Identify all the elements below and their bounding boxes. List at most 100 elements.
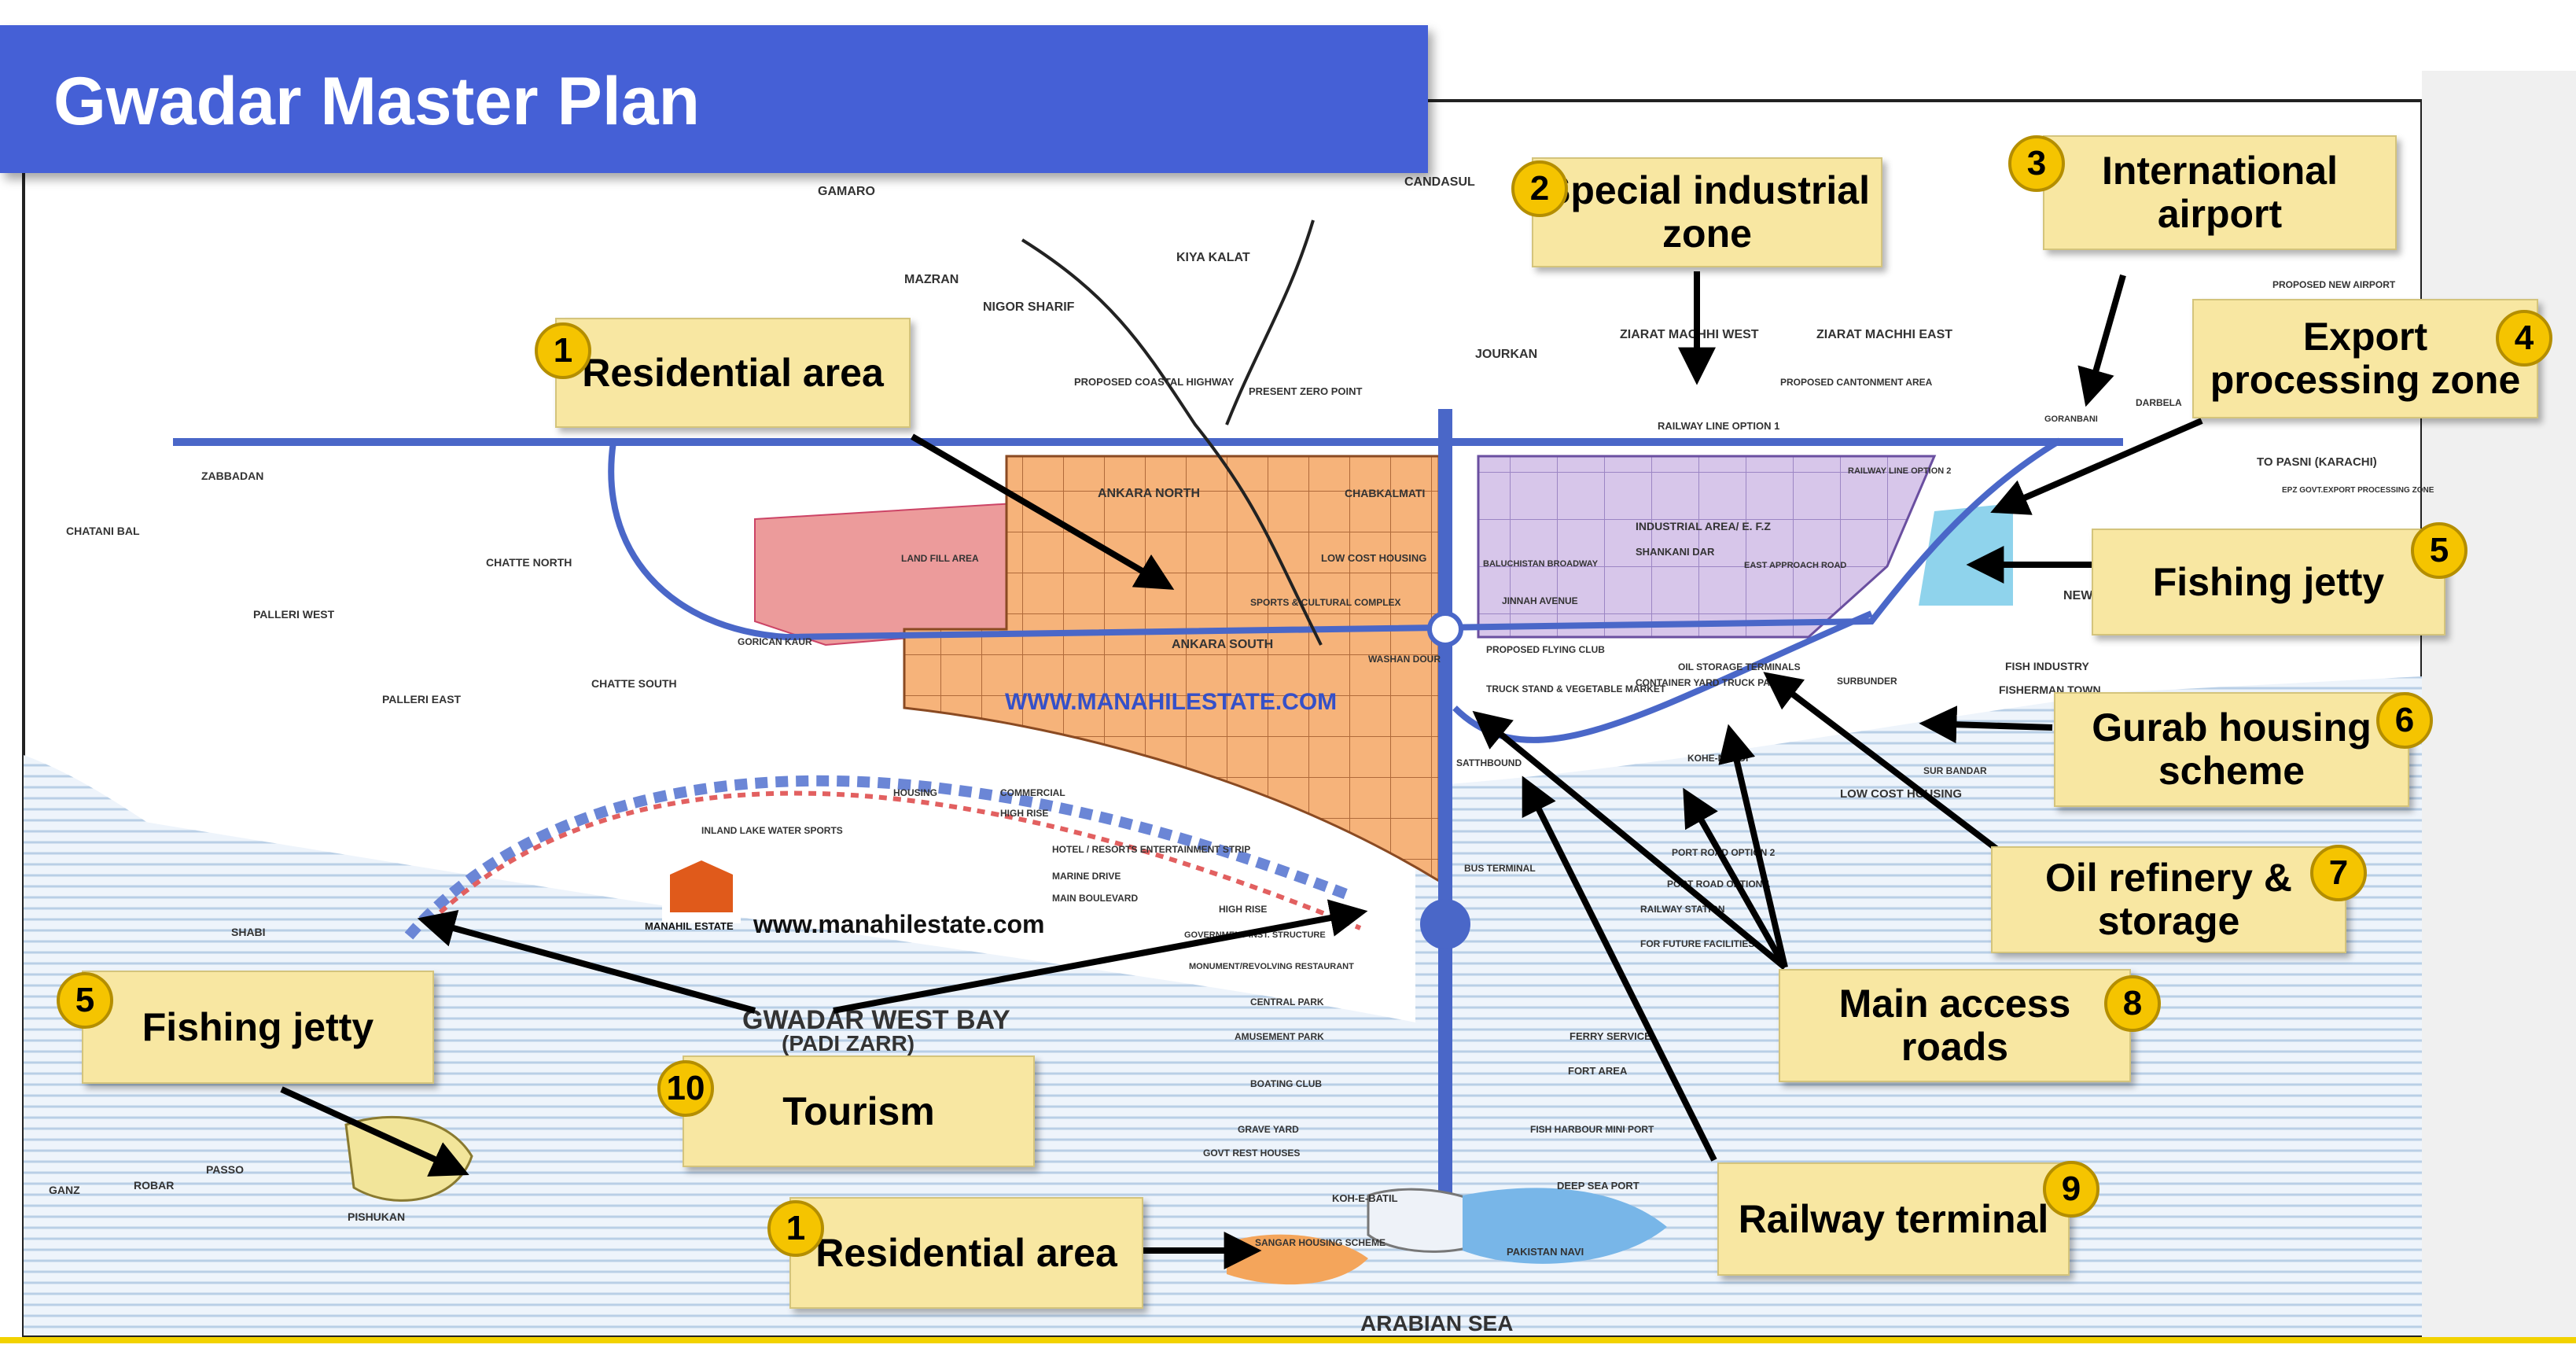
badge-3: 3 xyxy=(2008,135,2065,192)
bottom-accent-rule xyxy=(0,1337,2576,1343)
arrow-access-3 xyxy=(1683,787,1788,969)
map-label: SHANKANI DAR xyxy=(1636,546,1715,558)
map-label: WASHAN DOUR xyxy=(1368,654,1441,665)
badge-5-east: 5 xyxy=(2411,522,2467,579)
arrow-gurab xyxy=(1919,705,2053,744)
map-label: TRUCK STAND & VEGETABLE MARKET xyxy=(1486,683,1666,694)
arrow-railway xyxy=(1522,775,1717,1162)
map-label: SANGAR HOUSING SCHEME xyxy=(1255,1237,1386,1248)
map-label: FERRY SERVICE xyxy=(1570,1030,1651,1042)
callout-railway-terminal: Railway terminal xyxy=(1717,1162,2070,1276)
callout-residential-south: Residential area xyxy=(789,1197,1143,1309)
map-label: ARABIAN SEA xyxy=(1360,1311,1513,1335)
arrow-oil-refinery xyxy=(1763,672,2000,853)
map-label: CANDASUL xyxy=(1404,175,1475,189)
river-east xyxy=(1225,219,1315,425)
callout-residential-north: Residential area xyxy=(555,318,911,428)
map-label: CONTAINER YARD TRUCK PARKING xyxy=(1636,677,1801,688)
map-label: NIGOR SHARIF xyxy=(983,300,1075,314)
callout-oil-refinery-storage: Oil refinery & storage xyxy=(1991,846,2346,953)
map-label: KIYA KALAT xyxy=(1176,251,1250,264)
badge-2: 2 xyxy=(1511,160,1568,217)
map-label: PALLERI EAST xyxy=(382,693,462,705)
badge-10: 10 xyxy=(657,1060,714,1117)
map-label: PORT ROAD OPTION 2 xyxy=(1672,847,1776,858)
map-label: SUR BANDAR xyxy=(1923,765,1987,776)
arrow-tourism-east xyxy=(833,899,1368,1014)
badge-1: 1 xyxy=(535,322,591,379)
badge-6: 6 xyxy=(2376,692,2433,749)
map-label: BUS TERMINAL xyxy=(1464,863,1536,874)
map-label: PROPOSED FLYING CLUB xyxy=(1486,644,1605,655)
map-label: TO PASNI (KARACHI) xyxy=(2257,455,2377,469)
map-label: DARBELA xyxy=(2136,397,2182,408)
map-label: PROPOSED NEW AIRPORT xyxy=(2272,279,2396,290)
map-label: MARINE DRIVE xyxy=(1052,871,1121,882)
river-west xyxy=(1021,238,1323,646)
arrow-access-2 xyxy=(1718,724,1788,968)
map-label: HIGH RISE xyxy=(1219,904,1267,915)
map-label: EPZ GOVT.EXPORT PROCESSING ZONE xyxy=(2282,486,2434,495)
svg-text:MANAHIL ESTATE: MANAHIL ESTATE xyxy=(645,920,734,932)
map-label: FISH INDUSTRY xyxy=(2005,660,2089,672)
map-label: EAST APPROACH ROAD xyxy=(1744,561,1846,570)
map-label: GWADAR WEST BAY xyxy=(742,1005,1010,1035)
map-label: PORT ROAD OPTION 1 xyxy=(1667,879,1771,890)
map-label: ZABBADAN xyxy=(201,470,263,482)
map-label: PALLERI WEST xyxy=(253,608,335,621)
map-label: MAZRAN xyxy=(904,273,959,286)
sea-west-edge xyxy=(24,755,252,928)
callout-tourism: Tourism xyxy=(683,1055,1035,1167)
manahil-logo: MANAHIL ESTATE xyxy=(645,860,741,932)
map-label: LOW COST HOUSING xyxy=(1321,552,1426,564)
callout-fishing-jetty-west: Fishing jetty xyxy=(82,971,434,1084)
map-label: PISHUKAN xyxy=(348,1210,405,1223)
map-label: FISH HARBOUR MINI PORT xyxy=(1530,1124,1654,1135)
badge-4: 4 xyxy=(2496,310,2552,367)
map-label: JOURKAN xyxy=(1475,348,1537,361)
map-label: GORICAN KAUR xyxy=(738,636,812,647)
map-label: SATTHBOUND xyxy=(1456,757,1522,768)
map-label: ANKARA NORTH xyxy=(1098,487,1200,500)
map-label: PRESENT ZERO POINT xyxy=(1249,385,1363,397)
map-label: GOVT REST HOUSES xyxy=(1203,1148,1300,1159)
map-label: HIGH RISE xyxy=(1000,808,1048,819)
map-label: GANZ xyxy=(49,1184,80,1196)
map-label: FOR FUTURE FACILITIES xyxy=(1640,938,1754,949)
map-label: BALUCHISTAN BROADWAY xyxy=(1483,559,1599,569)
map-label: ZIARAT MACHHI WEST xyxy=(1620,328,1759,341)
arrow-airport xyxy=(2077,274,2126,407)
map-label: RAILWAY STATION xyxy=(1640,904,1725,915)
map-label: ANKARA SOUTH xyxy=(1172,638,1273,651)
map-label: LOW COST HOUSING xyxy=(1840,787,1962,801)
map-label: INDUSTRIAL AREA/ E. F.Z xyxy=(1636,520,1771,532)
map-label: HOTEL / RESORTS ENTERTAINMENT STRIP xyxy=(1052,844,1250,855)
callout-fishing-jetty-east: Fishing jetty xyxy=(2092,529,2445,635)
callout-export-processing-zone: Export processing zone xyxy=(2192,299,2538,418)
map-label: RAILWAY LINE OPTION 2 xyxy=(1848,466,1951,476)
callout-international-airport: International airport xyxy=(2043,135,2397,250)
map-label: KOH-E-BATIL xyxy=(1332,1192,1398,1204)
map-label: GORANBANI xyxy=(2044,414,2098,424)
map-label: COMMERCIAL xyxy=(1000,787,1065,798)
map-label: SPORTS & CULTURAL COMPLEX xyxy=(1250,597,1401,608)
map-label: INLAND LAKE WATER SPORTS xyxy=(701,825,843,836)
map-label: CHATANI BAL xyxy=(66,525,140,537)
map-label: ROBAR xyxy=(134,1179,174,1192)
residential-grid-zone xyxy=(903,455,1441,883)
watermark-lower: www.manahilestate.com xyxy=(753,910,1044,938)
badge-7: 7 xyxy=(2310,845,2367,901)
map-label: FORT AREA xyxy=(1568,1065,1628,1077)
fishing-jetty-west-area xyxy=(344,1115,473,1202)
arrow-tourism-west xyxy=(417,909,756,1014)
map-label: PROPOSED CANTONMENT AREA xyxy=(1780,377,1933,388)
callout-special-industrial-zone: Special industrial zone xyxy=(1532,157,1882,267)
map-label: OIL STORAGE TERMINALS xyxy=(1678,661,1801,672)
map-label: SHABI xyxy=(231,926,266,938)
callout-gurab-housing-scheme: Gurab housing scheme xyxy=(2054,692,2409,807)
title-bar: Gwadar Master Plan xyxy=(0,25,1428,173)
map-label: ZIARAT MACHHI EAST xyxy=(1816,328,1952,341)
badge-9: 9 xyxy=(2043,1161,2099,1218)
